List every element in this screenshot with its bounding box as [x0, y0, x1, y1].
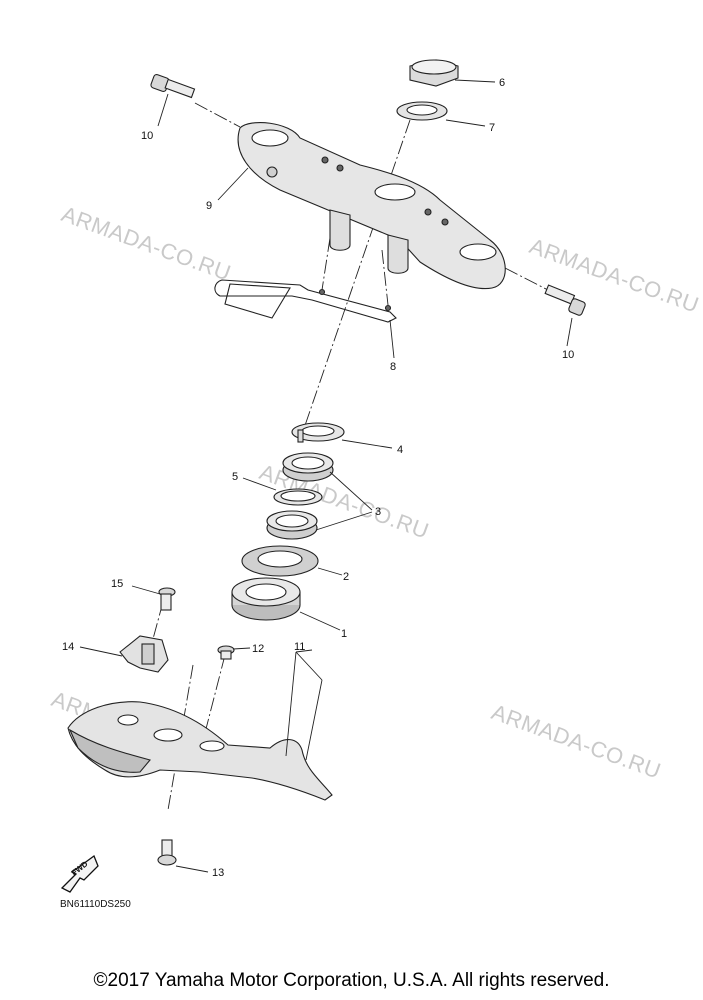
callout-1: 1: [341, 628, 347, 640]
copyright-notice: ©2017 Yamaha Motor Corporation, U.S.A. A…: [93, 970, 610, 991]
callout-6: 6: [499, 77, 505, 89]
callout-11: 11: [294, 641, 305, 653]
fwd-arrow-icon: FWD: [60, 854, 99, 893]
part-4-lock-washer: [291, 422, 345, 443]
callout-labels: 1 2 3 4 5 6 7 8 9 10 10 11 12 13 14 15: [62, 77, 574, 879]
callout-14: 14: [62, 641, 74, 653]
part-11-lower-cover: [67, 701, 333, 801]
part-6-nut: [409, 59, 459, 87]
callout-2: 2: [343, 571, 349, 583]
part-10-bolt-left: [150, 73, 196, 99]
watermark-text: ARMADA-CO.RU: [526, 233, 702, 317]
diagram-code: BN61110DS250: [60, 899, 131, 910]
part-3-ring-nut-upper: [282, 452, 334, 482]
callout-9: 9: [206, 200, 212, 212]
part-5-washer: [273, 488, 323, 506]
callout-7: 7: [489, 122, 495, 134]
part-1-bearing: [231, 577, 301, 621]
part-9-upper-bracket: [237, 122, 506, 290]
callout-5: 5: [232, 471, 238, 483]
part-2-seal: [241, 545, 319, 577]
callout-15: 15: [111, 578, 123, 590]
part-3-ring-nut-lower: [266, 510, 318, 540]
callout-10-left: 10: [141, 130, 153, 142]
callout-13: 13: [212, 867, 224, 879]
watermark-text: ARMADA-CO.RU: [58, 201, 234, 285]
part-10-bolt-right: [544, 284, 586, 316]
part-14-clamp: [119, 635, 169, 673]
part-12-bolt: [217, 645, 235, 660]
part-7-washer: [396, 101, 448, 121]
callout-12: 12: [252, 643, 264, 655]
part-8-wire-bracket: [214, 279, 397, 323]
part-13-bolt: [157, 839, 177, 866]
leader-lines: [79, 79, 573, 873]
callout-4: 4: [397, 444, 403, 456]
callout-3: 3: [375, 506, 381, 518]
watermark-text: ARMADA-CO.RU: [488, 699, 664, 783]
watermark-layer: ARMADA-CO.RU ARMADA-CO.RU ARMADA-CO.RU A…: [48, 201, 702, 783]
callout-10-right: 10: [562, 349, 574, 361]
callout-8: 8: [390, 361, 396, 373]
part-15-screw: [158, 587, 176, 611]
